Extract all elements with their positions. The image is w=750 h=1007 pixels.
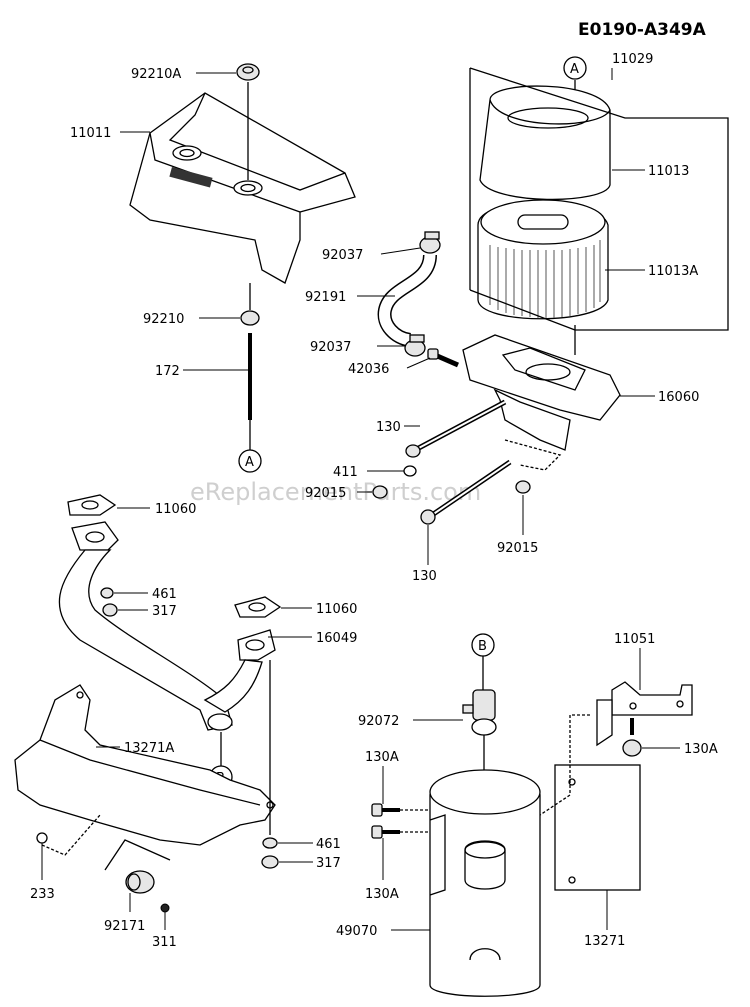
bracket-11051 bbox=[596, 681, 693, 747]
leader-lines bbox=[41, 68, 680, 931]
bolt-130A-right bbox=[622, 718, 642, 757]
nut-92015-left bbox=[372, 485, 388, 499]
bolt-130-bottom bbox=[420, 459, 512, 525]
label-13271A: 13271A bbox=[124, 741, 174, 756]
gasket-11060-top bbox=[67, 494, 117, 516]
label-11060-mid: 11060 bbox=[316, 602, 357, 617]
washer-411 bbox=[403, 465, 417, 477]
clamp-92037-top bbox=[419, 231, 441, 254]
exhaust-pipe-16049 bbox=[58, 521, 276, 731]
reference-a-bottom-label: A bbox=[245, 455, 254, 470]
screw-311 bbox=[160, 903, 170, 913]
label-92210A: 92210A bbox=[131, 67, 181, 82]
label-317-top: 317 bbox=[152, 604, 177, 619]
label-92015-left: 92015 bbox=[305, 486, 346, 501]
bolt-42036 bbox=[427, 348, 459, 368]
clamp-92072 bbox=[462, 689, 497, 736]
label-130A-right: 130A bbox=[684, 742, 718, 757]
air-cleaner-cover bbox=[129, 92, 356, 284]
label-92210: 92210 bbox=[143, 312, 184, 327]
label-92191: 92191 bbox=[305, 290, 346, 305]
label-92015-right: 92015 bbox=[497, 541, 538, 556]
label-92072: 92072 bbox=[358, 714, 399, 729]
bolt-130A-left-top bbox=[371, 803, 400, 817]
shield-plate-13271 bbox=[554, 764, 641, 891]
label-16049: 16049 bbox=[316, 631, 357, 646]
reference-a-top bbox=[563, 56, 587, 80]
nut-92015-right bbox=[515, 480, 531, 494]
label-461-bottom: 461 bbox=[316, 837, 341, 852]
label-317-bottom: 317 bbox=[316, 856, 341, 871]
washer-461-bottom bbox=[262, 837, 278, 849]
label-130A-left-bottom: 130A bbox=[365, 887, 399, 902]
washer-461-top bbox=[100, 587, 114, 599]
clamp-92037-bottom bbox=[404, 334, 426, 357]
bolt-233 bbox=[36, 832, 48, 844]
diagram-code: E0190-A349A bbox=[578, 20, 707, 40]
label-13271: 13271 bbox=[584, 934, 625, 949]
label-11051: 11051 bbox=[614, 632, 655, 647]
label-92171: 92171 bbox=[104, 919, 145, 934]
bolt-130-top bbox=[405, 399, 507, 458]
gasket-11060-mid bbox=[234, 596, 282, 618]
label-172: 172 bbox=[155, 364, 180, 379]
nut-317-bottom bbox=[261, 855, 279, 869]
label-92037-bottom: 92037 bbox=[310, 340, 351, 355]
label-11011: 11011 bbox=[70, 126, 111, 141]
label-49070: 49070 bbox=[336, 924, 377, 939]
bolt-130A-left-bottom bbox=[371, 825, 400, 839]
label-11013A: 11013A bbox=[648, 264, 698, 279]
label-42036: 42036 bbox=[348, 362, 389, 377]
label-11060-top: 11060 bbox=[155, 502, 196, 517]
label-92037-top: 92037 bbox=[322, 248, 363, 263]
label-233: 233 bbox=[30, 887, 55, 902]
label-130-bottom: 130 bbox=[412, 569, 437, 584]
knob-92210A bbox=[236, 63, 260, 81]
label-130A-left-top: 130A bbox=[365, 750, 399, 765]
pre-cleaner-11013 bbox=[479, 85, 611, 201]
watermark-text: eReplacementParts.com bbox=[190, 478, 481, 506]
label-11013: 11013 bbox=[648, 164, 689, 179]
label-11029: 11029 bbox=[612, 52, 653, 67]
label-461-top: 461 bbox=[152, 587, 177, 602]
label-411: 411 bbox=[333, 465, 358, 480]
reference-a-top-label: A bbox=[570, 62, 579, 77]
label-130-top: 130 bbox=[376, 420, 401, 435]
spark-arrester-92171 bbox=[125, 870, 155, 894]
muffler-49070 bbox=[429, 769, 541, 997]
label-311: 311 bbox=[152, 935, 177, 950]
wing-nut-92210 bbox=[240, 283, 260, 326]
reference-a-bottom bbox=[238, 449, 262, 473]
heat-shield-13271A bbox=[14, 684, 276, 846]
reference-b-right-label: B bbox=[478, 639, 487, 654]
filter-element-11013A bbox=[477, 199, 609, 320]
label-16060: 16060 bbox=[658, 390, 699, 405]
nut-317-top bbox=[102, 603, 118, 617]
air-cleaner-base-16060 bbox=[462, 334, 621, 451]
